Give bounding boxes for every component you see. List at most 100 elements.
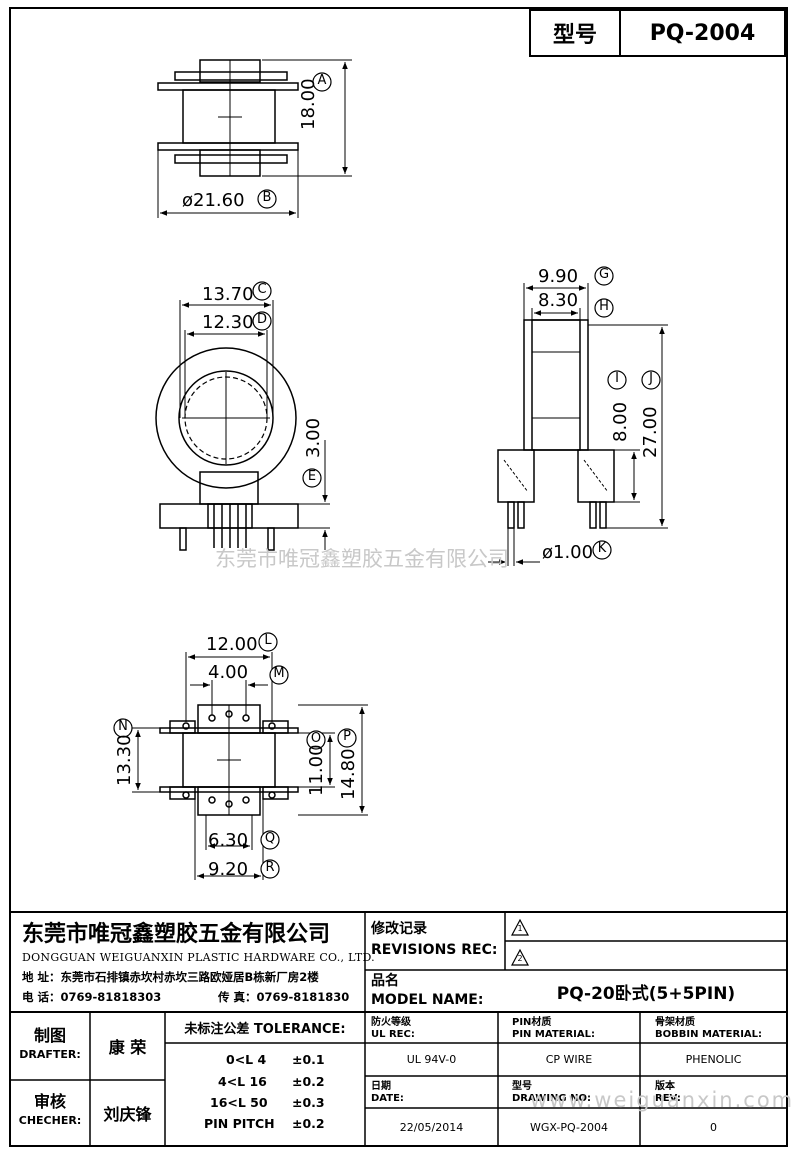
header-model: PQ-2004 (649, 20, 756, 46)
dim-n-value: 13.30 (114, 734, 135, 786)
drafter-label-cn: 制图 (33, 1026, 66, 1045)
bobbin-value: PHENOLIC (685, 1053, 742, 1066)
date-label-en: DATE: (371, 1093, 404, 1104)
tolerance-range-1: 0<L 4 (226, 1052, 267, 1067)
checker-label-en: CHECHER: (18, 1113, 82, 1127)
tolerance-range-3: 16<L 50 (210, 1095, 268, 1110)
callout-circle-n (113, 718, 133, 738)
tolerance-title: 未标注公差 TOLERANCE: (184, 1022, 346, 1037)
callout-circle-q (260, 830, 280, 850)
callout-circle-o (306, 730, 326, 750)
callout-circle-l (258, 632, 278, 652)
dim-m-letter: M (273, 666, 285, 681)
revision-mark-1: 1 (517, 924, 523, 933)
dim-b-letter: B (262, 190, 272, 205)
rev-label-cn: 版本 (655, 1081, 675, 1092)
drawing-label-cn: 型号 (512, 1081, 532, 1092)
drawing-value: WGX-PQ-2004 (530, 1120, 608, 1134)
rev-value: 0 (710, 1120, 717, 1134)
tolerance-value-1: ±0.1 (292, 1052, 325, 1067)
drafter-name: 康 荣 (108, 1038, 147, 1057)
dim-g-letter: G (598, 267, 610, 282)
header-type-label: 型号 (552, 23, 597, 48)
dim-j-letter: J (649, 371, 653, 386)
company-address: 地 址：东莞市石排镇赤坎村赤坎三路欧娅居B栋新厂房2楼 (22, 970, 319, 984)
callout-circle-k (592, 540, 612, 560)
sheet-border (9, 7, 788, 1147)
callout-circle-r (260, 859, 280, 879)
dim-h-letter: H (599, 299, 609, 314)
callout-circle-e (302, 468, 322, 488)
company-fax: 传 真：0769-8181830 (218, 990, 350, 1004)
dim-e-letter: E (307, 469, 317, 484)
dim-q-value: 6.30 (208, 830, 249, 851)
view-side (488, 283, 668, 566)
model-name-label-en: MODEL NAME: (371, 992, 484, 1008)
company-name-cn: 东莞市唯冠鑫塑胶五金有限公司 (22, 922, 331, 947)
pin-label-cn: PIN材质 (512, 1017, 552, 1028)
callout-circle-a (312, 72, 332, 92)
revision-triangle-1 (511, 918, 529, 936)
dim-d-value: 12.30 (202, 312, 254, 333)
watermark-site: www.weiguanxin.com (530, 1088, 795, 1112)
callout-circle-i (607, 370, 627, 390)
revisions-label-en: REVISIONS REC: (371, 942, 498, 958)
dim-o-letter: O (310, 731, 322, 746)
dim-r-value: 9.20 (208, 859, 249, 880)
title-block-grid (10, 911, 787, 1146)
dim-j-value: 27.00 (640, 406, 661, 458)
dim-i-value: 8.00 (610, 401, 631, 442)
dim-n-letter: N (118, 719, 128, 734)
ul-value: UL 94V-0 (406, 1053, 457, 1066)
dim-o-value: 11.00 (306, 744, 327, 796)
tolerance-range-4: PIN PITCH (204, 1116, 275, 1131)
dim-a-letter: A (317, 73, 327, 88)
dim-k-value: ø1.00 (542, 542, 594, 563)
dim-r-letter: R (265, 860, 275, 875)
checker-label-cn: 审核 (33, 1092, 66, 1111)
callout-circle-d (252, 311, 272, 331)
dim-g-value: 9.90 (538, 266, 579, 287)
view-front (155, 300, 330, 551)
header-box (529, 9, 786, 57)
revision-mark-2: 2 (517, 954, 523, 963)
ul-label-en: UL REC: (371, 1029, 415, 1040)
ul-label-cn: 防火等级 (371, 1017, 411, 1028)
date-value: 22/05/2014 (399, 1120, 464, 1134)
model-name-label-cn: 品名 (371, 973, 399, 989)
tolerance-value-2: ±0.2 (292, 1074, 325, 1089)
company-phone: 电 话：0769-81818303 (22, 990, 162, 1004)
dim-d-letter: D (256, 312, 267, 327)
revision-triangle-2 (511, 948, 529, 966)
callout-circle-p (337, 728, 357, 748)
view-top (157, 59, 352, 218)
watermark-company: 东莞市唯冠鑫塑胶五金有限公司 (215, 547, 509, 571)
drawing-label-en: DRAWING NO: (512, 1093, 591, 1104)
dim-b-value: ø21.60 (182, 190, 245, 211)
dim-p-letter: P (343, 729, 351, 744)
dim-c-letter: C (257, 282, 267, 297)
dim-l-letter: L (264, 633, 272, 648)
tolerance-value-4: ±0.2 (292, 1116, 325, 1131)
dim-l-value: 12.00 (206, 634, 258, 655)
callout-circle-c (252, 281, 272, 301)
callout-circle-j (641, 370, 661, 390)
dim-e-value: 3.00 (303, 417, 324, 458)
pin-label-en: PIN MATERIAL: (512, 1029, 595, 1040)
dim-q-letter: Q (264, 831, 276, 846)
pin-value: CP WIRE (545, 1053, 593, 1066)
date-label-cn: 日期 (371, 1081, 391, 1092)
dim-h-value: 8.30 (538, 290, 579, 311)
callout-circle-m (269, 665, 289, 685)
dim-i-letter: I (615, 371, 619, 386)
drafter-label-en: DRAFTER: (19, 1047, 81, 1061)
view-bottom (132, 652, 368, 880)
model-name-value: PQ-20卧式(5+5PIN) (556, 983, 736, 1004)
tolerance-range-2: 4<L 16 (218, 1074, 267, 1089)
dim-p-value: 14.80 (338, 748, 359, 800)
tolerance-value-3: ±0.3 (292, 1095, 325, 1110)
rev-label-en: REV: (655, 1093, 681, 1104)
dim-m-value: 4.00 (208, 662, 249, 683)
callout-circle-g (594, 266, 614, 286)
